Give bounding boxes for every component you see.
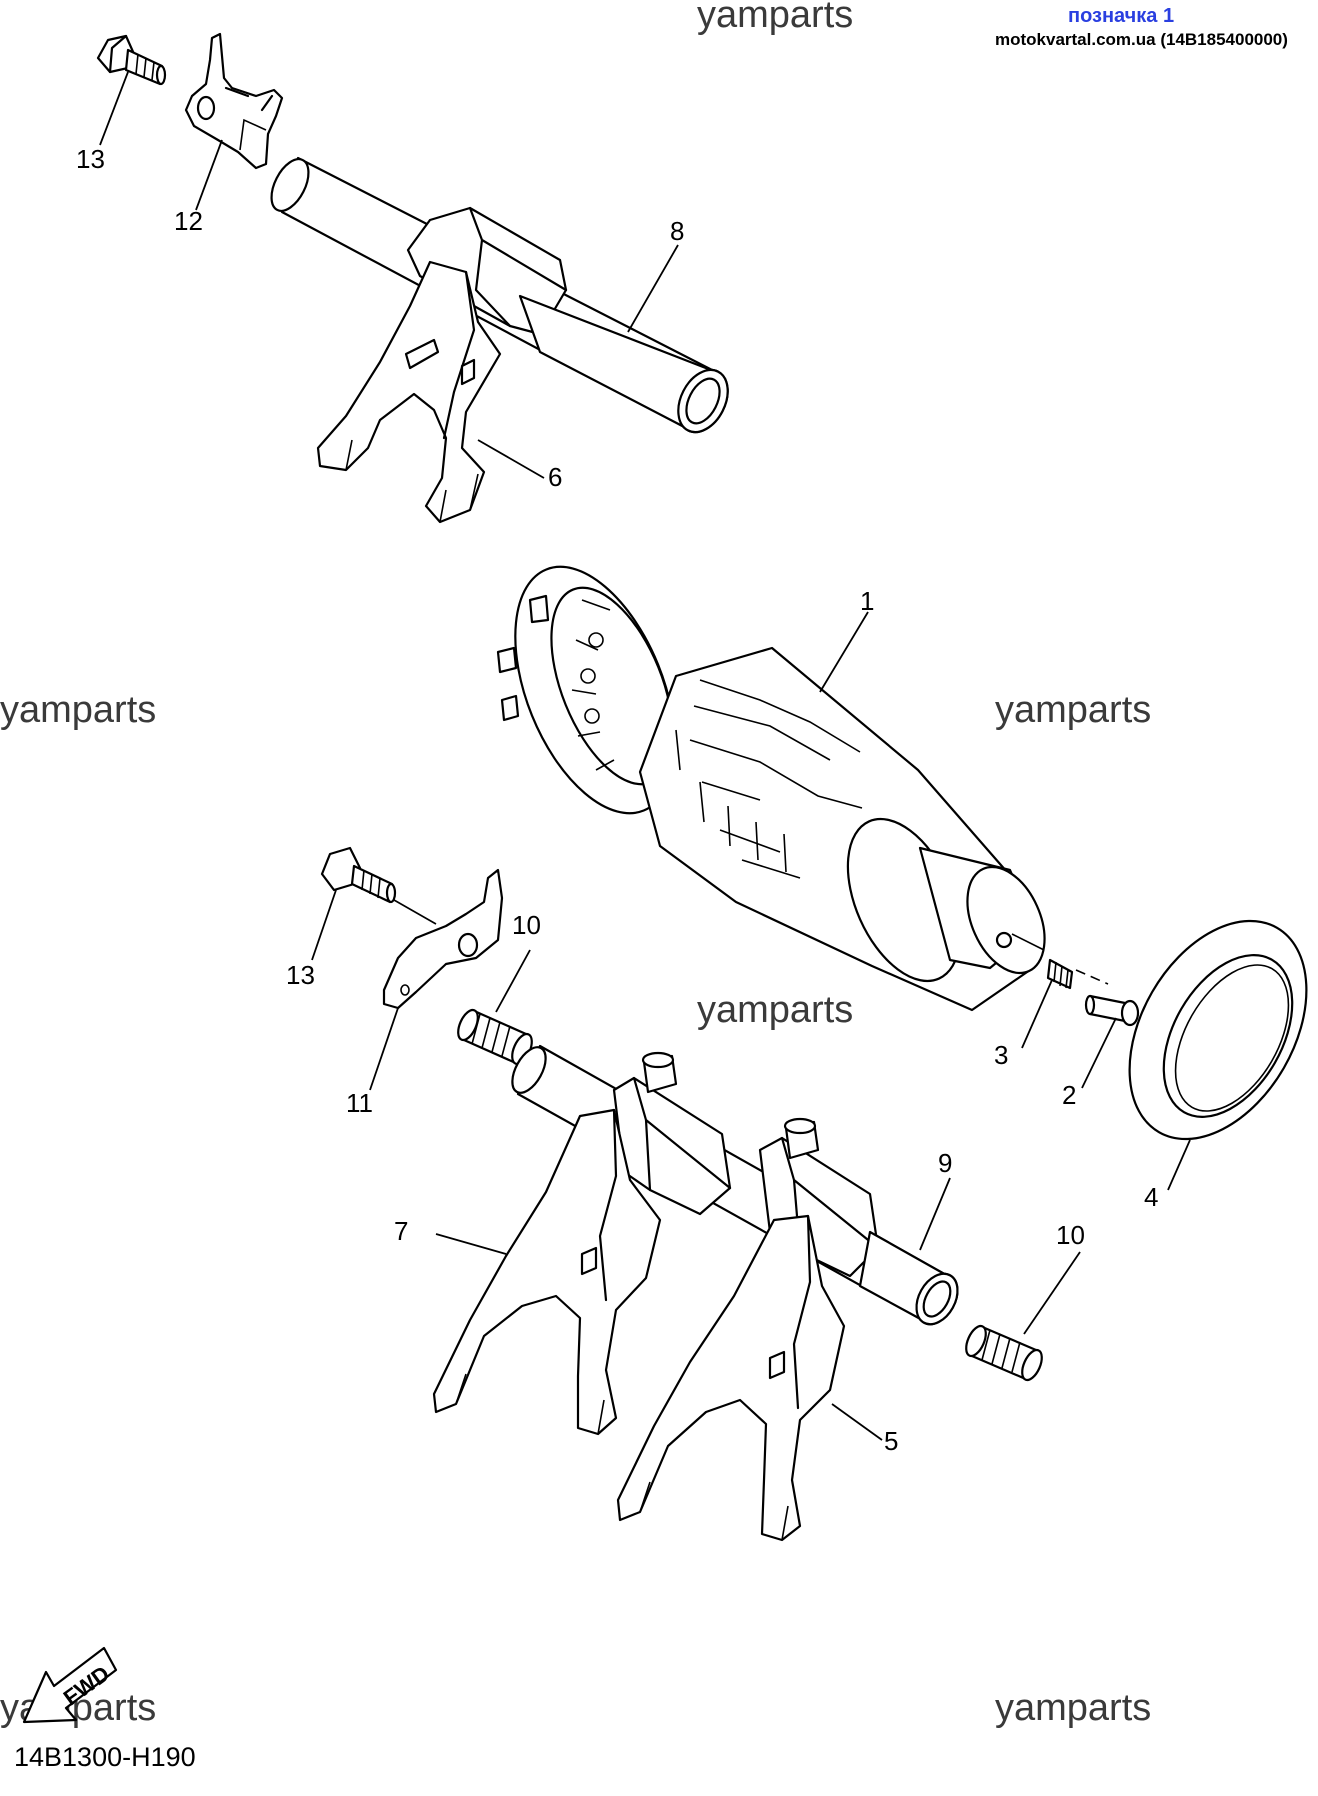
stopper-plate-icon bbox=[382, 868, 504, 1010]
callout-4: 4 bbox=[1144, 1182, 1158, 1212]
leader-lines bbox=[99, 71, 1191, 1441]
callout-13: 13 bbox=[76, 144, 105, 174]
watermark: yamparts bbox=[697, 0, 853, 36]
shift-drum-icon bbox=[496, 565, 1046, 1012]
callout-13: 13 bbox=[286, 960, 315, 990]
diagram-code: 14B1300-H190 bbox=[14, 1742, 196, 1772]
watermark: yamparts bbox=[995, 689, 1151, 731]
bolt-icon bbox=[320, 846, 437, 925]
callout-5: 5 bbox=[884, 1426, 898, 1456]
callout-12: 12 bbox=[174, 206, 203, 236]
callout-10: 10 bbox=[1056, 1220, 1085, 1250]
spring-icon bbox=[457, 1008, 533, 1066]
header-source: motokvartal.com.ua (14B185400000) bbox=[995, 30, 1288, 49]
bolt-icon bbox=[96, 34, 167, 86]
callout-9: 9 bbox=[938, 1148, 952, 1178]
callout-1: 1 bbox=[860, 586, 874, 616]
shift-fork-icon bbox=[616, 1117, 880, 1542]
callout-11: 11 bbox=[346, 1088, 373, 1118]
stopper-plate-icon bbox=[184, 32, 284, 170]
bearing-ring-icon bbox=[1128, 919, 1308, 1141]
callout-3: 3 bbox=[994, 1040, 1008, 1070]
callout-8: 8 bbox=[670, 216, 684, 246]
pin-icon bbox=[1084, 994, 1140, 1027]
callout-10: 10 bbox=[512, 910, 541, 940]
watermark: yamparts bbox=[0, 689, 156, 731]
header-label: позначка 1 bbox=[1068, 5, 1174, 27]
callout-7: 7 bbox=[394, 1216, 408, 1246]
shaft-end bbox=[922, 1280, 952, 1318]
small-spring-icon bbox=[1046, 958, 1074, 990]
shift-fork-icon bbox=[432, 1051, 732, 1436]
watermark: yamparts bbox=[995, 1687, 1151, 1729]
shaft-end bbox=[685, 377, 721, 425]
shift-fork-icon bbox=[316, 206, 568, 524]
spring-icon bbox=[965, 1324, 1043, 1382]
callout-6: 6 bbox=[548, 462, 562, 492]
watermark: yamparts bbox=[697, 989, 853, 1031]
callout-2: 2 bbox=[1062, 1080, 1076, 1110]
